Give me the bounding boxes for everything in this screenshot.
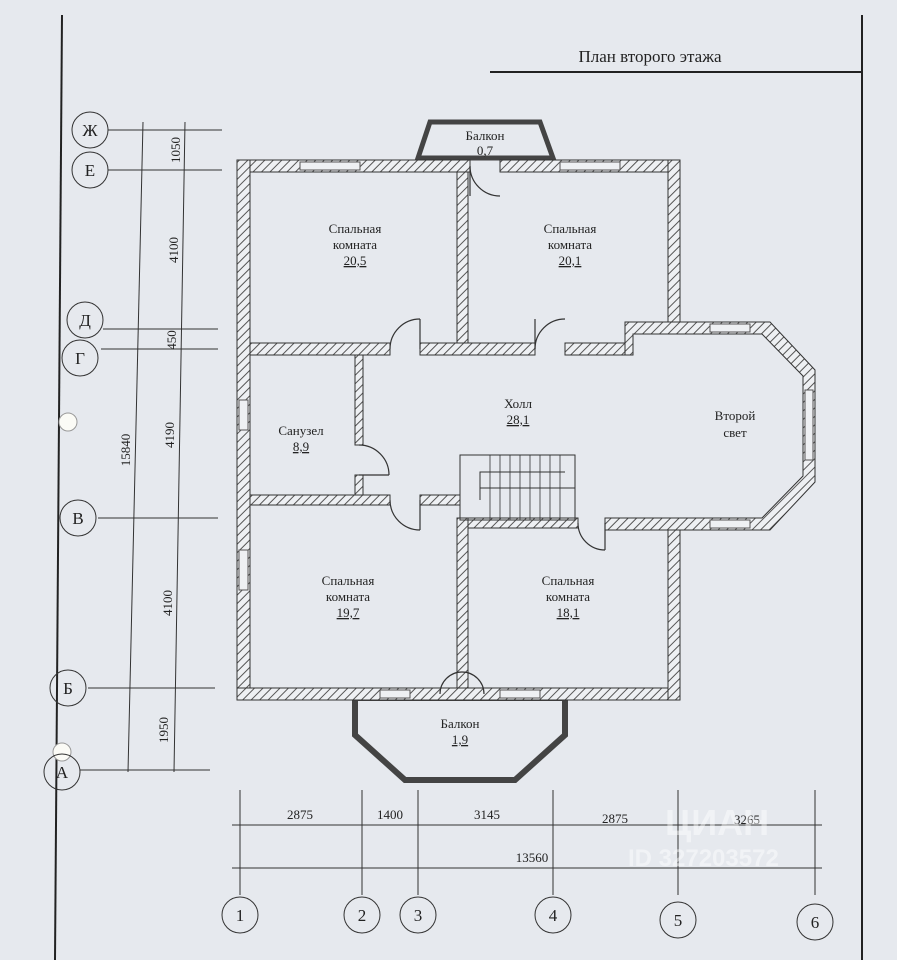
room-name: свет <box>723 425 747 440</box>
room-area: 28,1 <box>507 412 530 427</box>
dim-segment: 1950 <box>156 717 171 743</box>
room-name: Спальная <box>542 573 595 588</box>
dim-total: 15840 <box>118 434 133 467</box>
room-area: 1,9 <box>452 732 468 747</box>
room-name: Спальная <box>329 221 382 236</box>
watermark-id: ID 327203572 <box>628 845 779 872</box>
room-area: 20,5 <box>344 253 367 268</box>
axis-label: В <box>72 509 83 528</box>
row-dimensions: 15840 1050 4100 450 4190 4100 1950 <box>118 137 183 743</box>
room-area: 8,9 <box>293 439 309 454</box>
axis-label: Г <box>75 349 85 368</box>
axis-label: 2 <box>358 906 367 925</box>
axis-label: А <box>56 763 69 782</box>
dim-segment: 4190 <box>162 422 177 448</box>
room-area: 20,1 <box>559 253 582 268</box>
room-area: 18,1 <box>557 605 580 620</box>
frame-left <box>54 14 63 960</box>
room-name: Санузел <box>278 423 324 438</box>
doors <box>358 165 606 695</box>
axis-label: 1 <box>236 906 245 925</box>
room-name: комната <box>548 237 592 252</box>
room-name: комната <box>333 237 377 252</box>
plan-title: План второго этажа <box>578 47 721 66</box>
axis-label: Е <box>85 161 95 180</box>
watermark-brand: ЦИАН <box>665 802 769 843</box>
balcony-top <box>414 119 557 161</box>
room-name: Спальная <box>544 221 597 236</box>
room-name: Холл <box>504 396 532 411</box>
room-name: Спальная <box>322 573 375 588</box>
axis-label: 6 <box>811 913 820 932</box>
dim-segment: 3265 <box>734 812 760 827</box>
axis-label: 3 <box>414 906 423 925</box>
dim-segment: 1050 <box>168 137 183 163</box>
dim-segment: 4100 <box>166 237 181 263</box>
axis-label: 5 <box>674 911 683 930</box>
axis-label: 4 <box>549 906 558 925</box>
axis-label: Д <box>79 311 91 330</box>
col-axis-lines <box>232 790 822 895</box>
staircase <box>459 454 576 521</box>
room-labels: Балкон 0,7 Спальная комната 20,5 Спальна… <box>278 128 755 747</box>
room-name: комната <box>546 589 590 604</box>
dim-segment: 1400 <box>377 807 403 822</box>
axis-label: Ж <box>82 121 98 140</box>
dim-segment: 2875 <box>287 807 313 822</box>
room-area: 19,7 <box>337 605 360 620</box>
row-axis-markers: Ж Е Д Г В Б А <box>43 111 109 791</box>
windows <box>238 161 814 699</box>
dim-segment: 2875 <box>602 811 628 826</box>
watermark: ЦИАН ID 327203572 <box>628 802 779 872</box>
col-dimensions: 2875 1400 3145 2875 3265 13560 <box>287 807 760 865</box>
punch-hole <box>52 742 72 762</box>
dim-total: 13560 <box>516 850 549 865</box>
room-name: Балкон <box>466 128 505 143</box>
room-name: Второй <box>715 408 756 423</box>
dim-segment: 450 <box>164 330 179 350</box>
row-axis-lines <box>80 121 222 773</box>
room-name: Балкон <box>441 716 480 731</box>
col-axis-markers: 1 2 3 4 5 6 <box>221 896 834 941</box>
dim-segment: 3145 <box>474 807 500 822</box>
room-area: 0,7 <box>477 143 494 158</box>
punch-hole <box>58 412 78 432</box>
room-name: комната <box>326 589 370 604</box>
dim-segment: 4100 <box>160 590 175 616</box>
axis-label: Б <box>63 679 73 698</box>
